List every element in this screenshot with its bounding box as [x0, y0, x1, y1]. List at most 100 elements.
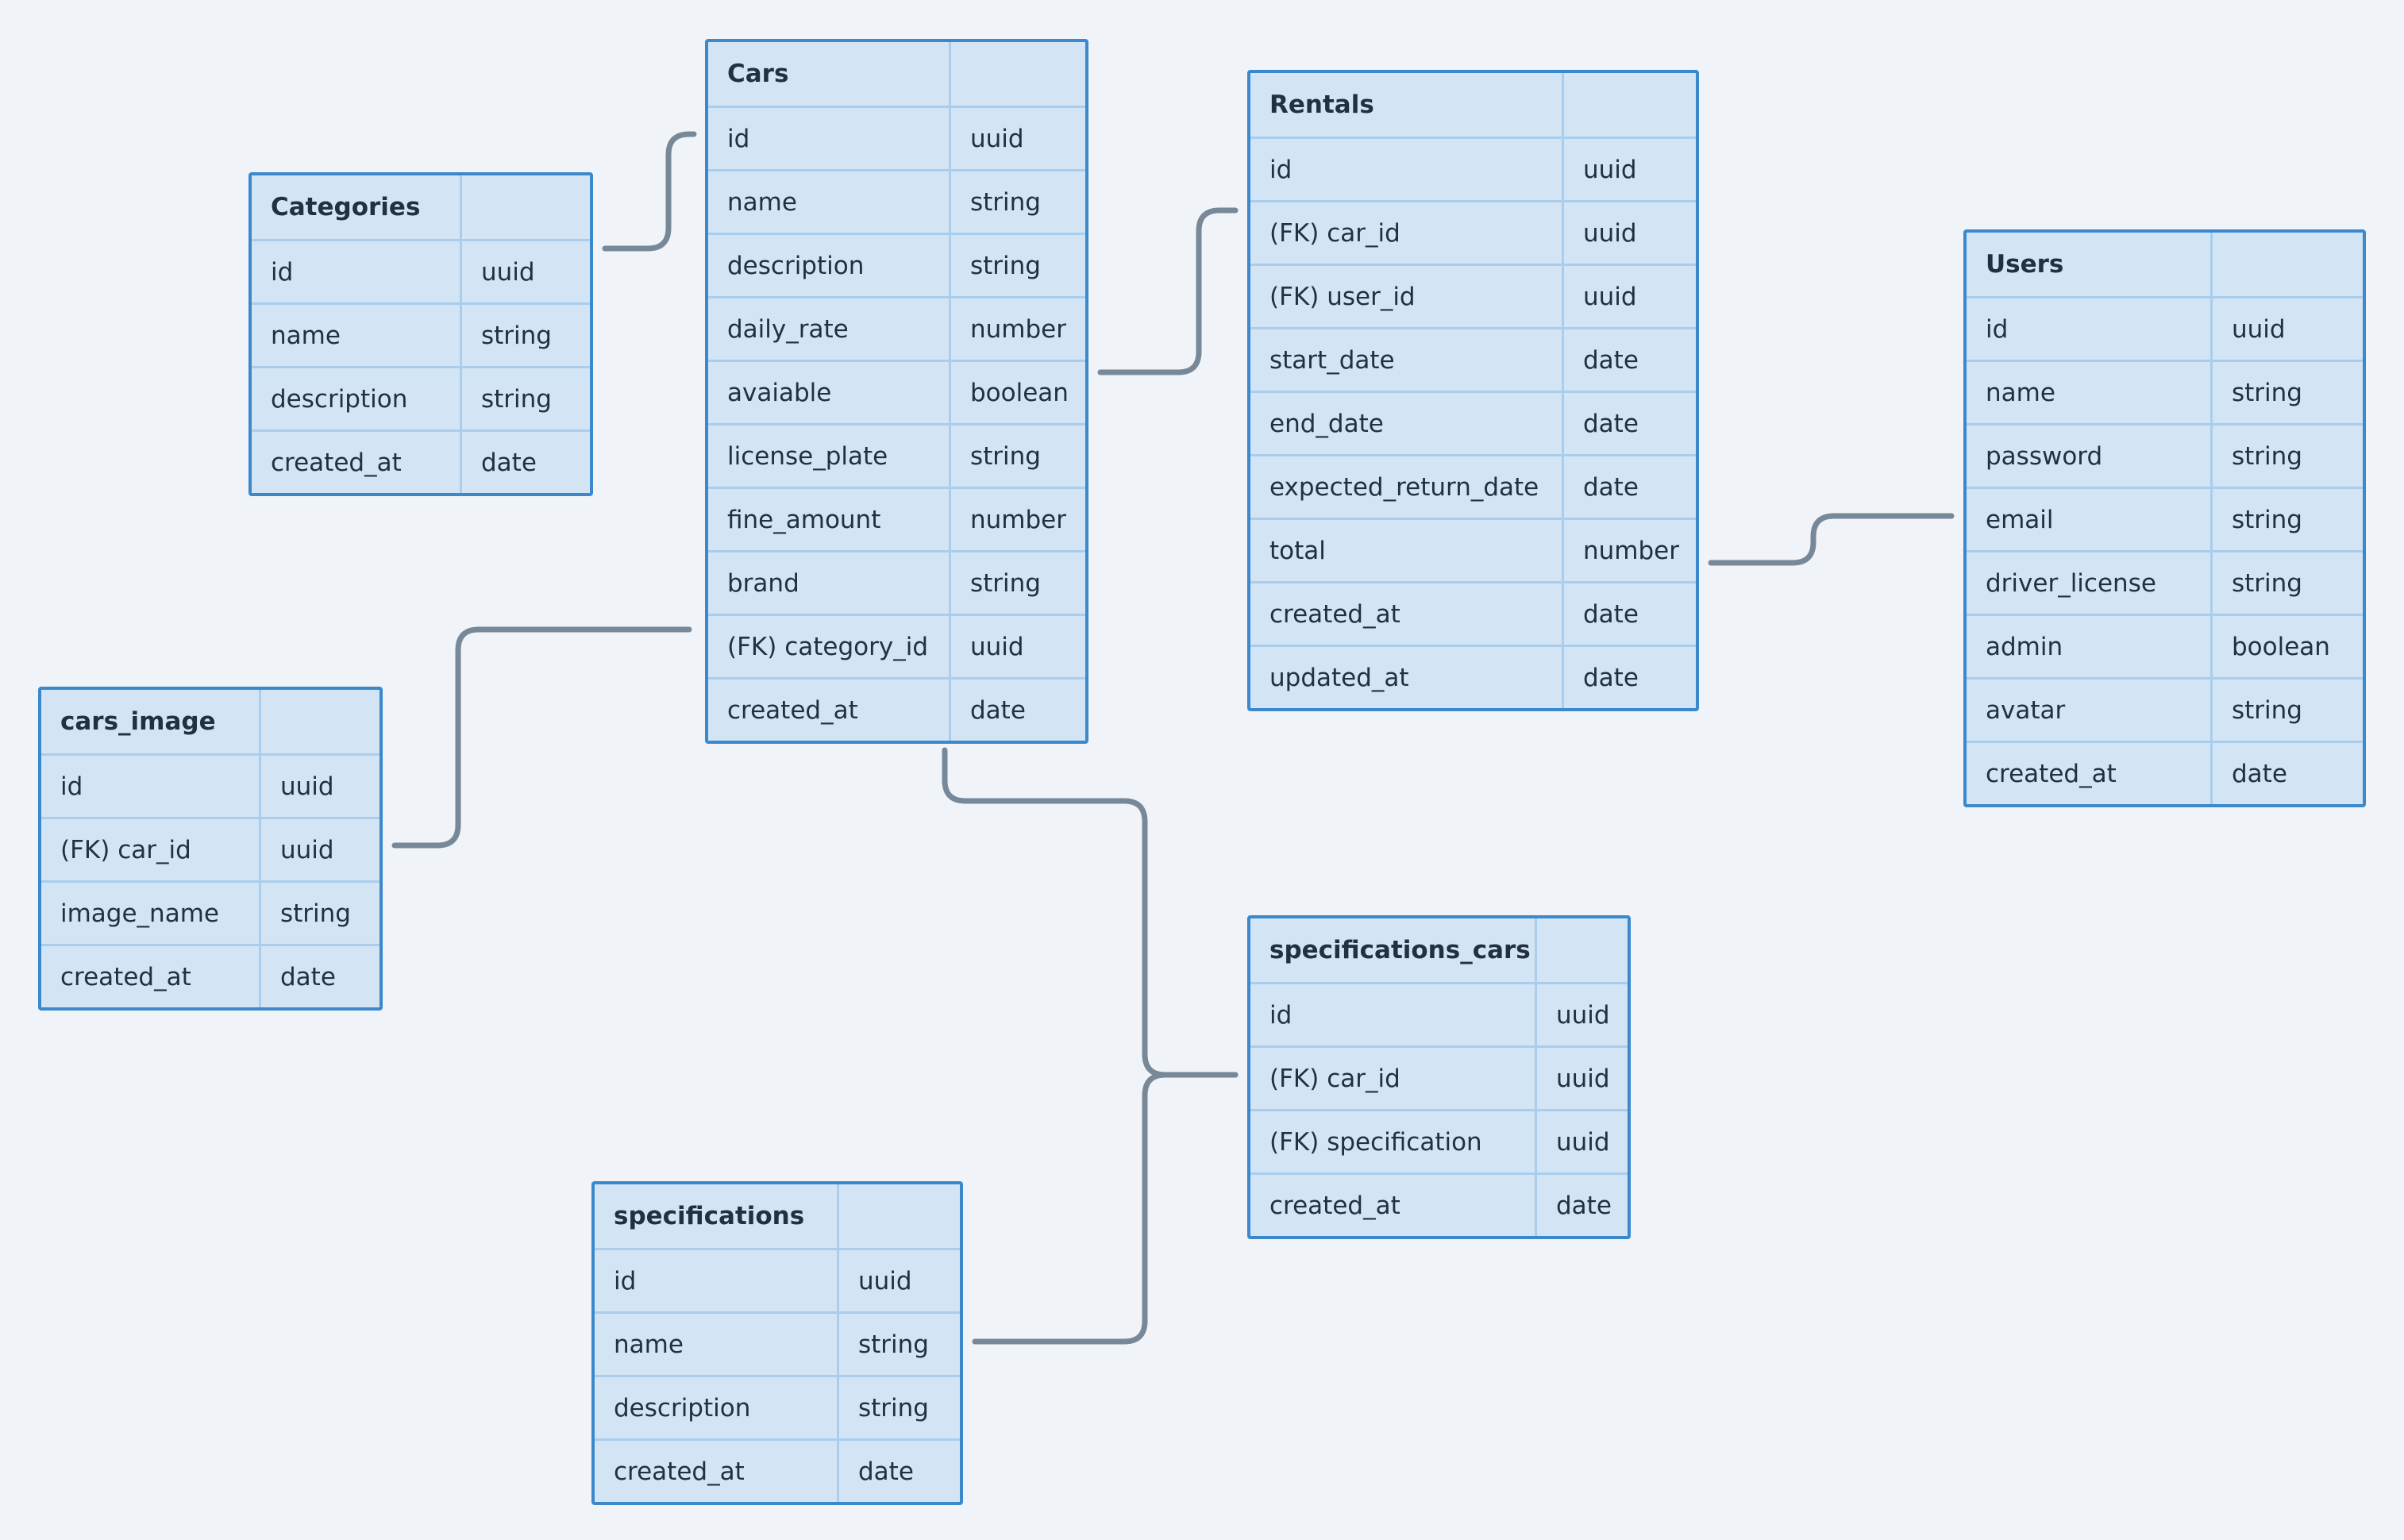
- field-name: (FK) car_id: [1250, 202, 1564, 264]
- field-type: date: [858, 1457, 914, 1486]
- field-type: string: [481, 321, 552, 350]
- field-name: fine_amount: [708, 489, 951, 550]
- field-type: string: [858, 1330, 929, 1359]
- field-name: (FK) car_id: [41, 819, 261, 880]
- field-name: id: [708, 108, 951, 169]
- table-header: cars_image: [41, 690, 379, 753]
- field-type: uuid: [1556, 1127, 1610, 1157]
- field-type: uuid: [1583, 282, 1637, 311]
- connector-cars-rentals: [1097, 207, 1239, 375]
- field-type: uuid: [280, 772, 334, 801]
- connector-cars-image-cars: [391, 626, 692, 849]
- field-type: date: [280, 962, 336, 991]
- field-type: uuid: [2232, 314, 2286, 344]
- field-type: uuid: [1556, 1000, 1610, 1030]
- field-name: email: [1967, 489, 2213, 550]
- field-name: id: [1967, 298, 2213, 360]
- field-name: description: [595, 1377, 839, 1438]
- header-empty-cell: [1537, 918, 1628, 982]
- field-name: avaiable: [708, 362, 951, 423]
- field-name: image_name: [41, 883, 261, 944]
- table-row[interactable]: created_at date: [708, 677, 1085, 741]
- connector-cars-spec-cars: [942, 747, 1239, 1078]
- field-name: (FK) user_id: [1250, 266, 1564, 327]
- table-title: specifications_cars: [1250, 918, 1537, 982]
- table-row[interactable]: (FK) user_id uuid: [1250, 264, 1696, 327]
- header-empty-cell: [839, 1184, 960, 1248]
- header-empty-cell: [261, 690, 379, 753]
- field-name: created_at: [595, 1441, 839, 1502]
- field-name: name: [1967, 362, 2213, 423]
- table-title: Cars: [708, 42, 951, 106]
- field-type: date: [1556, 1191, 1612, 1220]
- connector-rentals-users: [1708, 513, 1955, 566]
- field-type: date: [481, 448, 537, 477]
- field-type: uuid: [1556, 1064, 1610, 1093]
- field-type: date: [2232, 759, 2287, 788]
- field-type: number: [970, 505, 1066, 534]
- field-name: avatar: [1967, 680, 2213, 741]
- field-name: created_at: [708, 680, 951, 741]
- field-type: string: [481, 384, 552, 414]
- field-name: end_date: [1250, 393, 1564, 454]
- field-name: id: [595, 1250, 839, 1311]
- table-row[interactable]: created_at date: [595, 1438, 960, 1502]
- field-name: (FK) category_id: [708, 616, 951, 677]
- field-type: date: [970, 695, 1026, 725]
- field-type: date: [1583, 345, 1639, 375]
- table-row[interactable]: fine_amount number: [708, 487, 1085, 550]
- table-title: Categories: [252, 175, 462, 239]
- header-empty-cell: [462, 175, 590, 239]
- table-row[interactable]: description string: [252, 366, 590, 429]
- field-name: description: [252, 368, 462, 429]
- field-name: id: [1250, 139, 1564, 200]
- header-empty-cell: [2213, 233, 2363, 296]
